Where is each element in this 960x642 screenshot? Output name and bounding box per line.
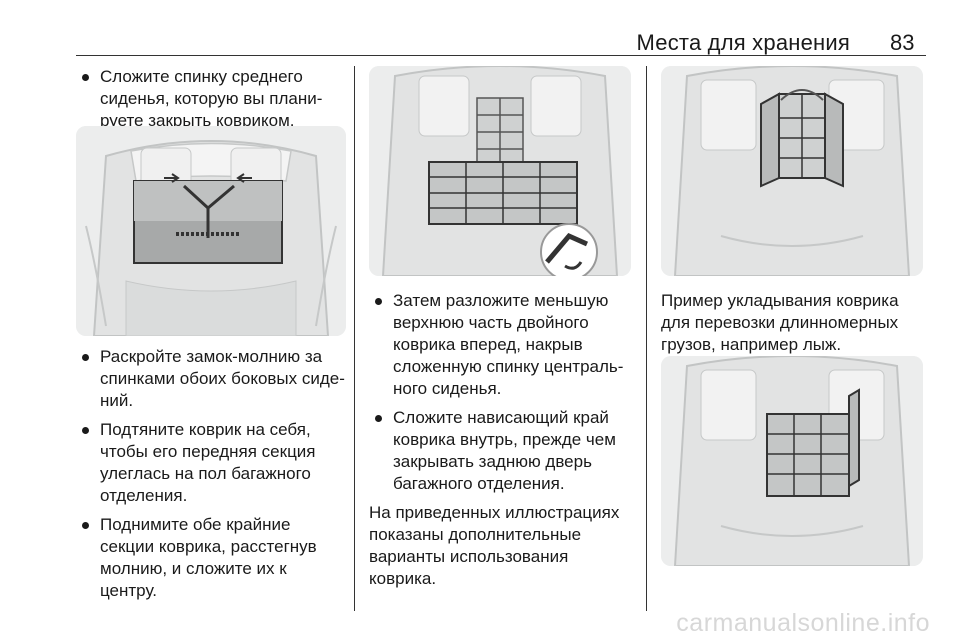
column-divider-left <box>354 66 355 611</box>
list-item: Подтяните коврик на себя, чтобы его пере… <box>76 419 348 507</box>
list-item: Поднимите обе крайние секции коврика, ра… <box>76 514 348 602</box>
bullet-list-col2: Затем разложите меньшую верхнюю часть дв… <box>369 290 639 495</box>
page-number: 83 <box>890 30 915 55</box>
figure-zipper-illustration <box>76 126 346 336</box>
header-rule <box>76 55 926 56</box>
watermark: carmanualsonline.info <box>676 609 930 637</box>
column-1-lower: Раскройте замок-молнию за спинками обоих… <box>76 346 348 609</box>
list-item: Затем разложите меньшую верхнюю часть дв… <box>369 290 639 400</box>
bullet-list-bottom: Раскройте замок-молнию за спинками обоих… <box>76 346 348 602</box>
column-2: Затем разложите меньшую верхнюю часть дв… <box>369 290 639 590</box>
figure-mat-unfolded <box>369 66 631 276</box>
bullet-list-top: Сложите спинку среднего сиденья, которую… <box>76 66 346 132</box>
column-divider-right <box>646 66 647 611</box>
paragraph-col3: Пример укладывания коврика для перевозки… <box>661 291 899 354</box>
page-title: Места для хранения <box>636 30 850 55</box>
paragraph-col2: На приведенных иллюстрациях показаны доп… <box>369 503 620 588</box>
figure-mat-long-load <box>661 356 923 566</box>
list-item: Сложите спинку среднего сиденья, которую… <box>76 66 346 132</box>
figure-mat-upright <box>661 66 923 276</box>
column-1: Сложите спинку среднего сиденья, которую… <box>76 66 346 139</box>
list-item: Раскройте замок-молнию за спинками обоих… <box>76 346 348 412</box>
list-item: Сложите нависающий край коврика внутрь, … <box>369 407 639 495</box>
column-3: Пример укладывания коврика для перевозки… <box>661 290 931 356</box>
